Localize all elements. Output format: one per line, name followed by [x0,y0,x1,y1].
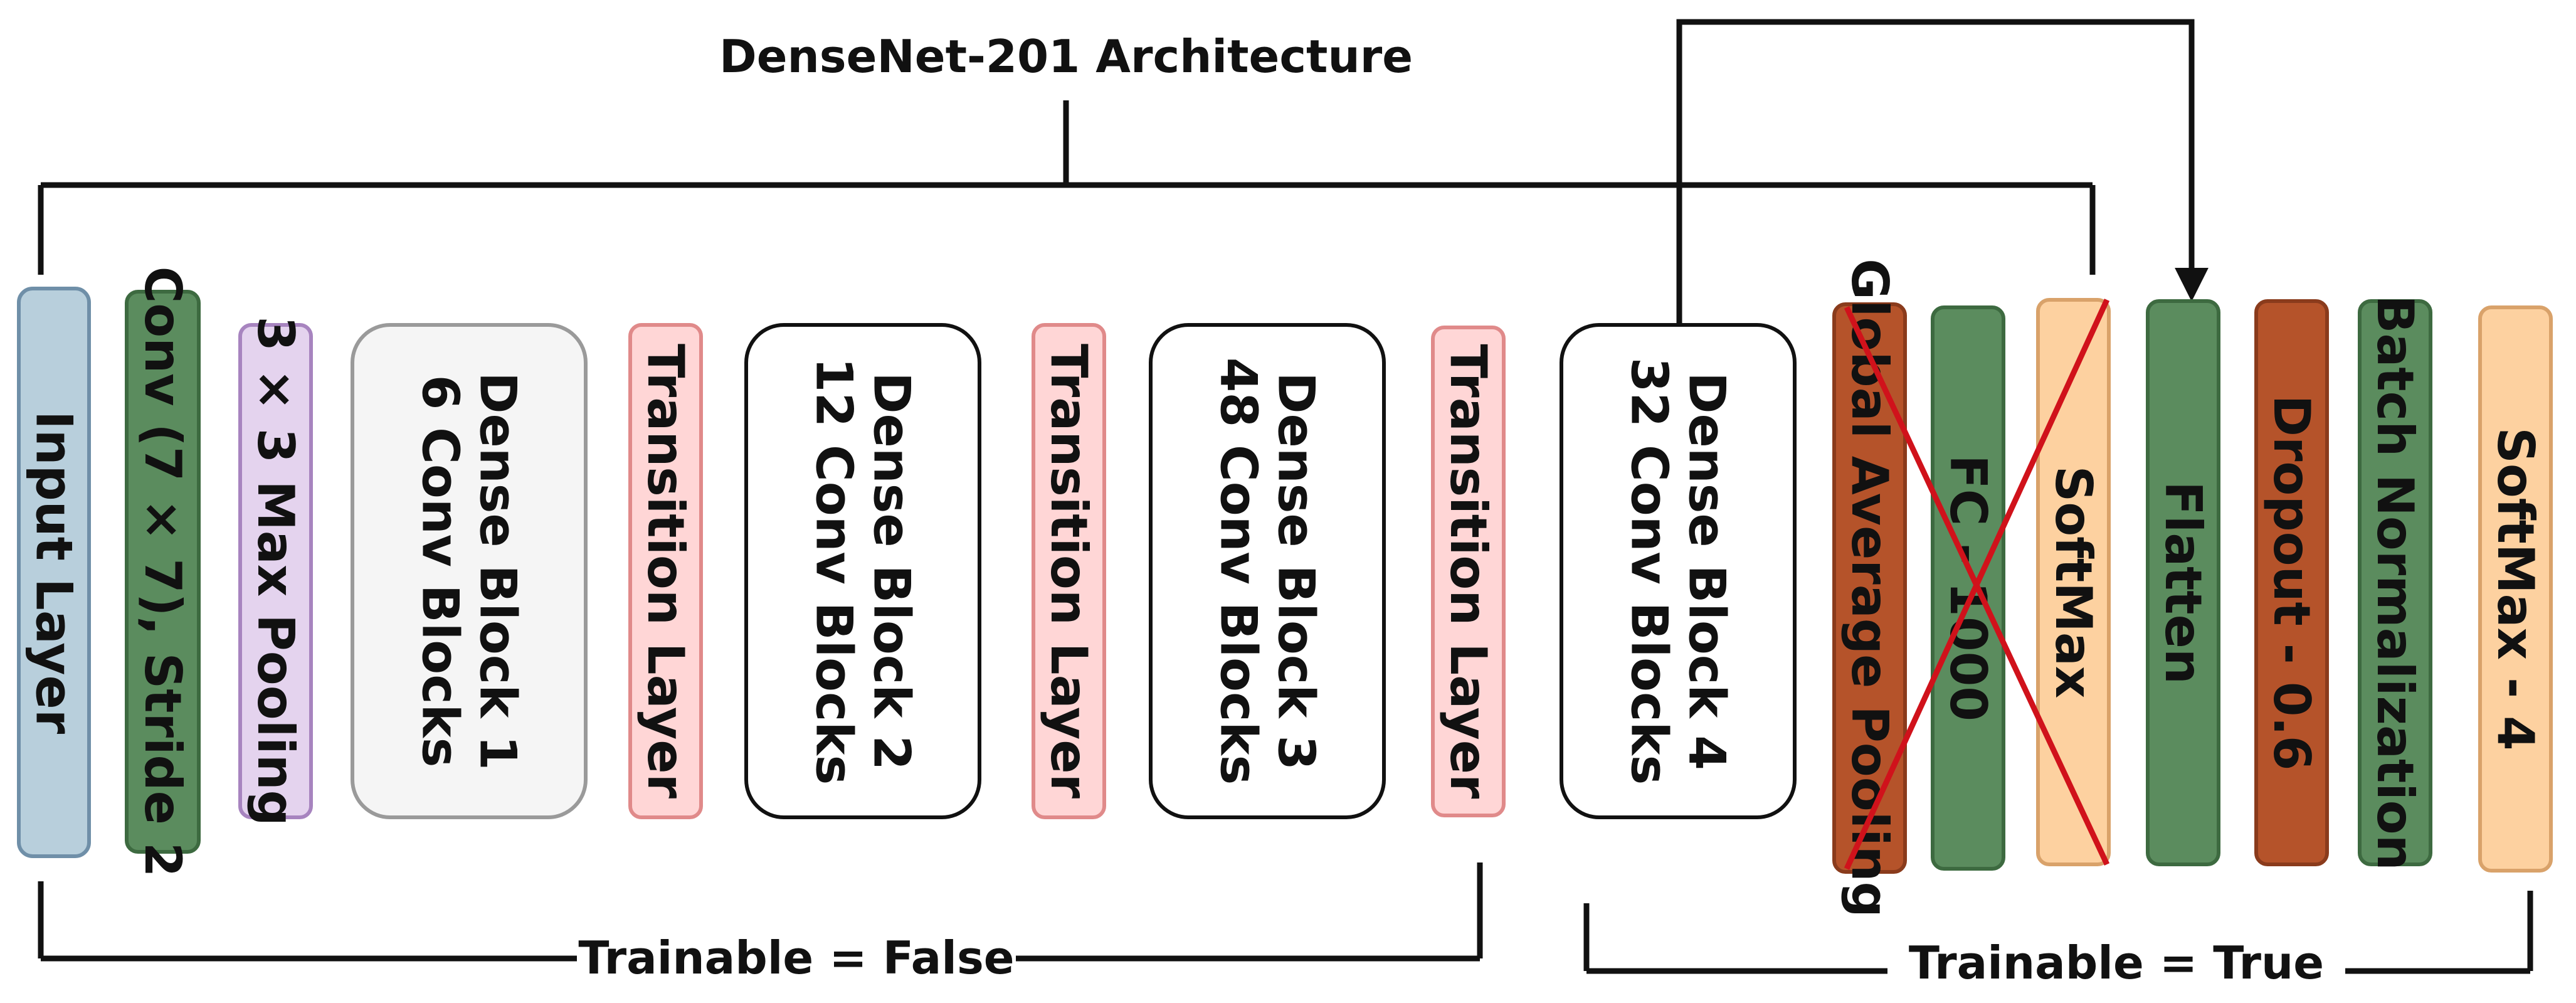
layer-block-dropout: Dropout - 0.6 [2254,299,2329,866]
layer-box-softmax-4 [2478,305,2553,873]
layer-box-dense-block-1 [351,323,588,819]
layer-label-transition-3: Transition Layer [1439,344,1497,800]
layer-block-conv-7x7: Conv (7 × 7), Stride 2 [125,267,201,878]
layer-box-fc-1000 [1931,305,2005,871]
layer-block-flatten: Flatten [2146,299,2220,866]
layer-box-transition-2 [1032,323,1106,819]
layer-block-transition-1: Transition Layer [628,323,703,819]
layer-box-flatten [2146,299,2220,866]
layer-block-dense-block-1: Dense Block 16 Conv Blocks [351,323,588,819]
layer-label-flatten: Flatten [2154,481,2212,684]
layer-box-dense-block-4 [1560,323,1797,819]
layer-box-transition-1 [628,323,703,819]
layer-block-fc-1000: FC - 1000 [1931,305,2005,871]
layer-block-dense-block-2: Dense Block 212 Conv Blocks [744,323,981,819]
layer-label-transition-1: Transition Layer [636,344,695,799]
layer-label-transition-2: Transition Layer [1040,344,1098,799]
layer-block-softmax-original: SoftMax [2036,298,2111,866]
layer-block-max-pooling: 3 × 3 Max Pooling [238,316,313,826]
layer-label-softmax-4: SoftMax - 4 [2486,427,2545,750]
densenet-span-bracket [38,100,2096,275]
layer-block-transition-3: Transition Layer [1431,326,1506,817]
layer-box-input-layer [17,287,91,858]
diagram-title: DenseNet-201 Architecture [719,30,1413,83]
trainable-false-label: Trainable = False [578,931,1014,984]
layer-label-dense-block-2-line-1: Dense Block 2 [863,372,921,770]
layer-label-dense-block-4-line-2: 32 Conv Blocks [1620,358,1679,785]
layer-label-dropout: Dropout - 0.6 [2262,395,2321,771]
layer-label-dense-block-2-line-2: 12 Conv Blocks [805,358,863,785]
trainable-true-label: Trainable = True [1909,937,2324,989]
layer-label-softmax-original: SoftMax [2044,466,2103,699]
layer-blocks: Input Layer Conv (7 × 7), Stride 2 3 × 3 M… [17,258,2553,918]
layer-box-dense-block-3 [1149,323,1386,819]
layer-block-batch-norm: Batch Normalization [2358,295,2432,871]
removed-layers-cross [1844,299,2110,870]
layer-label-dense-block-4-line-1: Dense Block 4 [1678,372,1736,770]
layer-label-batch-norm: Batch Normalization [2366,295,2424,870]
layer-block-transition-2: Transition Layer [1032,323,1106,819]
layer-block-dense-block-4: Dense Block 432 Conv Blocks [1560,323,1797,819]
layer-box-global-avg-pooling [1832,302,1907,874]
layer-block-softmax-4: SoftMax - 4 [2478,305,2553,873]
layer-label-input-layer: Input Layer [25,411,83,735]
layer-box-transition-3 [1431,326,1506,817]
layer-box-dropout [2254,299,2329,866]
layer-label-dense-block-3-line-1: Dense Block 3 [1267,372,1326,770]
layer-box-batch-norm [2358,299,2432,866]
trainable-true-bracket [1583,891,2533,974]
layer-label-max-pooling: 3 × 3 Max Pooling [246,316,305,826]
trainable-false-bracket [38,862,1483,962]
layer-label-conv-7x7: Conv (7 × 7), Stride 2 [134,267,192,878]
layer-box-dense-block-2 [744,323,981,819]
layer-label-fc-1000: FC - 1000 [1939,455,1997,721]
layer-label-global-avg-pooling: Global Average Pooling [1840,258,1899,917]
layer-block-input-layer: Input Layer [17,287,91,858]
layer-label-dense-block-1-line-2: 6 Conv Blocks [411,375,470,768]
layer-block-global-avg-pooling: Global Average Pooling [1832,258,1907,918]
layer-label-dense-block-1-line-1: Dense Block 1 [469,372,527,770]
layer-block-dense-block-3: Dense Block 348 Conv Blocks [1149,323,1386,819]
dense-block-4-to-flatten-arrow [1676,19,2209,323]
layer-box-softmax-original [2036,298,2111,866]
layer-label-dense-block-3-line-2: 48 Conv Blocks [1210,358,1268,785]
layer-box-conv-7x7 [125,290,201,854]
layer-box-max-pooling [238,323,313,819]
